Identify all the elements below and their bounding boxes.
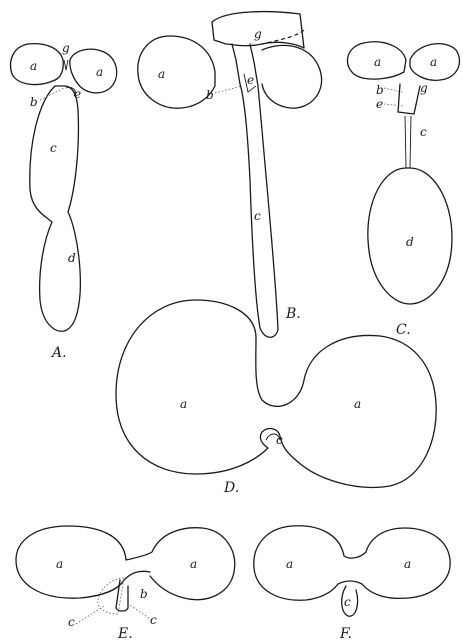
figure-f-label-c: c — [344, 595, 351, 609]
figure-a-b-pointer — [39, 87, 65, 101]
figure-a-radicle-body — [29, 85, 82, 332]
figure-c: a a b g e c d C. — [346, 41, 461, 338]
figure-b-caption: B. — [285, 306, 301, 322]
figure-c-stem — [404, 115, 412, 169]
figure-c-tuber — [367, 167, 453, 305]
figure-b-label-c: c — [254, 209, 261, 223]
figure-a-caption: A. — [50, 345, 67, 361]
figure-a-label-b: b — [30, 95, 38, 109]
figure-e-c-pointer-right — [127, 603, 153, 621]
figure-a-plumule — [63, 59, 69, 71]
figure-c-cotyledon-left — [346, 41, 407, 80]
figure-c-e-pointer — [383, 103, 405, 107]
figure-c-label-e: e — [376, 97, 383, 111]
figure-b-cotyledon-left — [137, 35, 216, 109]
figure-d-notch — [265, 433, 281, 441]
figure-a-e-pointer — [65, 87, 76, 97]
figure-b-leaf-g-fold — [261, 29, 305, 45]
figure-a-label-g: g — [62, 41, 70, 55]
figure-e-stipple — [97, 577, 125, 615]
figure-e: a a b c c E. — [15, 525, 236, 642]
figure-f-label-a1: a — [286, 557, 293, 571]
figure-b-label-e: e — [247, 73, 254, 87]
figure-c-label-a1: a — [374, 55, 381, 69]
figure-e-cotyledon-left — [15, 525, 151, 599]
figure-a-label-e: e — [74, 87, 81, 101]
figure-a: a a g b e c d A. — [9, 41, 118, 361]
figure-d-caption: D. — [223, 480, 239, 496]
figure-f-label-a2: a — [404, 557, 411, 571]
figure-c-caption: C. — [396, 322, 411, 338]
figure-e-cotyledon-right — [125, 527, 236, 601]
figure-b-b-pointer — [214, 85, 243, 94]
figure-e-hypocotyl — [115, 579, 129, 612]
figure-a-label-d: d — [68, 251, 76, 265]
figure-b-label-b: b — [206, 88, 214, 102]
figure-d: a a c D. — [115, 299, 437, 496]
figure-c-label-d: d — [406, 235, 414, 249]
figure-c-label-a2: a — [430, 55, 437, 69]
figure-c-cotyledon-right — [409, 43, 461, 81]
figure-e-label-a1: a — [56, 557, 63, 571]
figure-b-e-sheath — [243, 73, 257, 93]
figure-f-radicle — [341, 585, 359, 617]
figure-d-label-a1: a — [180, 397, 187, 411]
figure-a-cotyledon-right — [69, 48, 118, 94]
figure-f-caption: F. — [339, 626, 352, 642]
figure-f-seedling-outline — [253, 525, 451, 601]
figure-c-b-pointer — [383, 87, 403, 93]
figure-e-caption: E. — [117, 626, 133, 642]
figure-e-label-c1: c — [68, 615, 75, 629]
figure-d-label-c: c — [276, 433, 283, 447]
figure-a-label-c: c — [50, 141, 57, 155]
figure-c-sheath — [397, 83, 421, 115]
figure-e-label-c2: c — [150, 613, 157, 627]
figure-d-seedling-outline — [115, 299, 437, 489]
figure-c-label-c: c — [420, 125, 427, 139]
figure-e-c-pointer-left — [75, 605, 105, 625]
figure-b-stem — [231, 43, 279, 338]
figure-e-label-b: b — [140, 587, 148, 601]
figure-a-cotyledon-left — [9, 42, 64, 86]
figure-c-label-b: b — [376, 83, 384, 97]
figure-f: a a c F. — [253, 525, 451, 642]
figure-c-label-g: g — [420, 81, 428, 95]
figure-b-leaf-g — [211, 10, 305, 49]
figure-b-label-g: g — [254, 27, 262, 41]
figure-b: a g b e c B. — [137, 10, 323, 338]
figure-b-label-a1: a — [158, 67, 165, 81]
figure-e-label-a2: a — [190, 557, 197, 571]
figure-b-cotyledon-right — [261, 44, 323, 109]
figure-a-label-a1: a — [30, 59, 37, 73]
figure-d-label-a2: a — [354, 397, 361, 411]
figure-a-label-a2: a — [96, 65, 103, 79]
